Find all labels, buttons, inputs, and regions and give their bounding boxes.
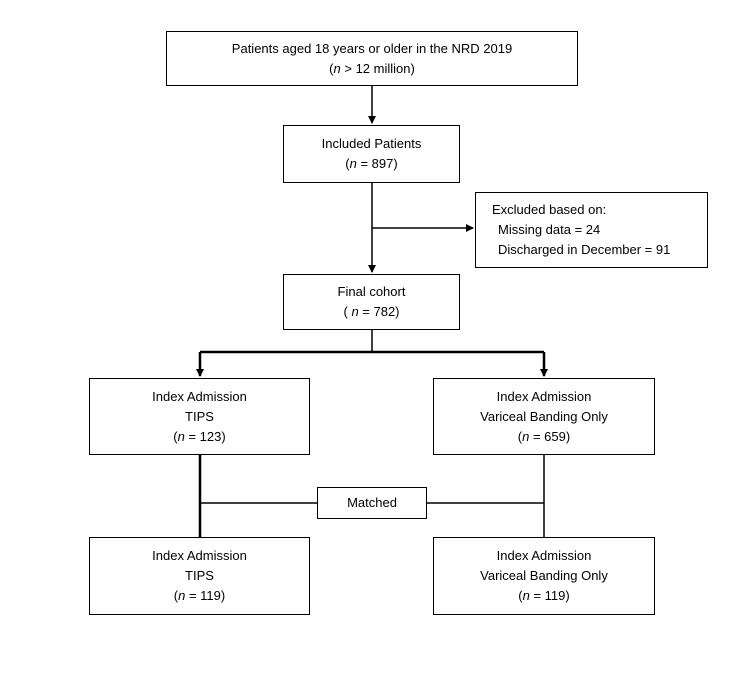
matched-label: Matched <box>347 495 397 510</box>
source-count: (n > 12 million) <box>329 60 415 76</box>
vb-matched-count: (n = 119) <box>518 588 570 603</box>
vb-index-box: Index Admission Variceal Banding Only (n… <box>433 378 655 455</box>
tips-index-line1: Index Admission <box>152 388 247 404</box>
tips-matched-box: Index Admission TIPS (n = 119) <box>89 537 310 615</box>
vb-matched-line1: Index Admission <box>496 548 592 563</box>
excluded-missing-data: Missing data = 24 <box>498 222 601 237</box>
tips-index-line2: TIPS <box>185 408 214 424</box>
included-title: Included Patients <box>321 136 422 151</box>
vb-index-count: (n = 659) <box>517 428 571 444</box>
tips-index-box: Index Admission TIPS (n = 123) <box>89 378 310 455</box>
tips-index-count: (n = 123) <box>173 428 226 444</box>
excluded-december: Discharged in December = 91 <box>498 242 671 257</box>
final-cohort-box: Final cohort ( n = 782) <box>283 274 460 330</box>
final-title: Final cohort <box>337 284 406 299</box>
excluded-box: Excluded based on: Missing data = 24 Dis… <box>475 192 708 268</box>
vb-index-line1: Index Admission <box>496 388 592 404</box>
source-population-box: Patients aged 18 years or older in the N… <box>166 31 578 86</box>
included-patients-box: Included Patients (n = 897) <box>283 125 460 183</box>
tips-matched-count: (n = 119) <box>173 588 226 603</box>
included-count: (n = 897) <box>345 156 398 171</box>
final-count: ( n = 782) <box>343 304 400 319</box>
vb-matched-box: Index Admission Variceal Banding Only (n… <box>433 537 655 615</box>
vb-index-line2: Variceal Banding Only <box>480 408 608 424</box>
excluded-title: Excluded based on: <box>492 202 607 217</box>
source-title: Patients aged 18 years or older in the N… <box>231 40 513 56</box>
tips-matched-line2: TIPS <box>185 568 214 583</box>
matched-box: Matched <box>317 487 427 519</box>
tips-matched-line1: Index Admission <box>152 548 247 563</box>
vb-matched-line2: Variceal Banding Only <box>480 568 608 583</box>
